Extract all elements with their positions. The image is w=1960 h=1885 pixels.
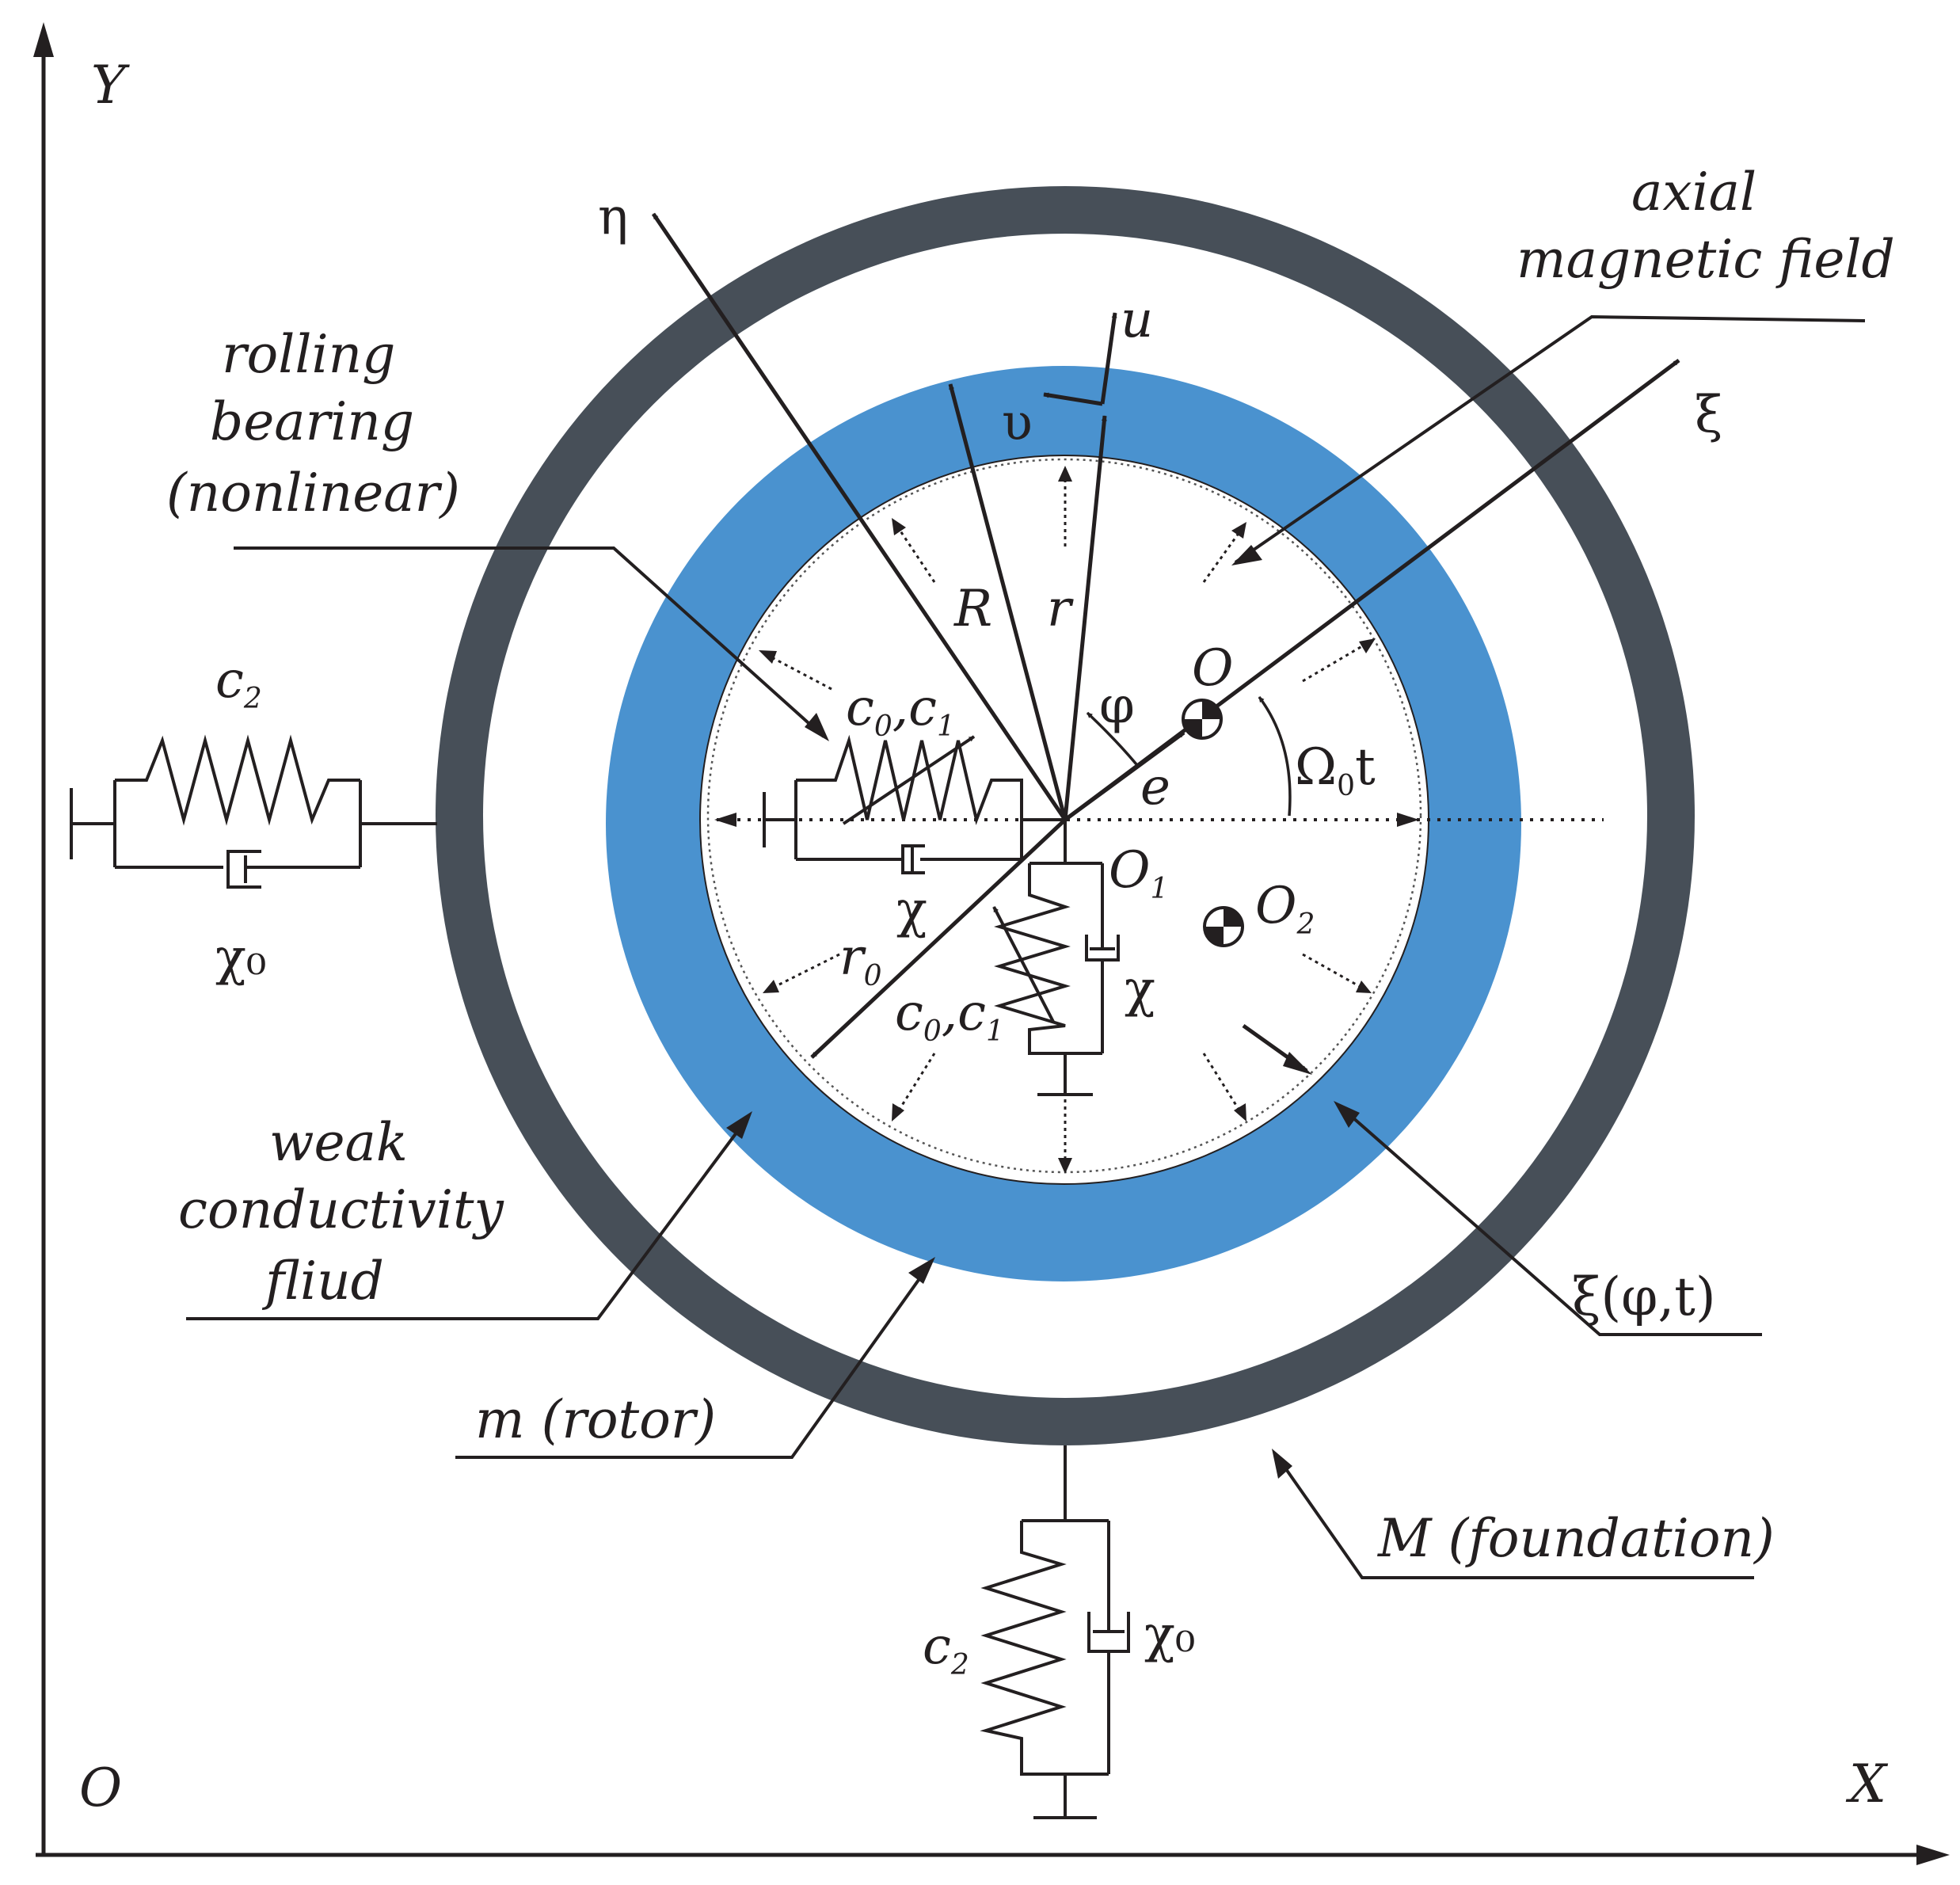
xi-label: ξ [1695,386,1722,444]
inner-vertical-chi-label: χ [1125,960,1155,1019]
pressure-arrows [763,471,1371,1168]
bottom-spring-damper [980,1445,1130,1819]
upsilon-axis [1043,392,1103,406]
pressure-arrow [763,652,832,691]
upsilon-label: υ [1002,394,1033,452]
inner-vertical-spring-damper [994,820,1120,1096]
horizontal-reference-arrow-left [714,813,736,827]
u-axis [1100,312,1117,405]
x-axis-arrowhead [1916,1845,1950,1865]
O1-label: O1 [1109,841,1168,905]
pressure-arrow [1202,1053,1245,1118]
weak-fluid-label-2: conductivity [178,1179,504,1240]
y-axis-label: Y [91,55,130,116]
left-spring-zigzag [115,734,360,826]
radius-R [948,383,1068,821]
inner-spring-zigzag [796,734,1065,825]
phi-label: φ [1099,676,1135,735]
rolling-bearing-label-3: (nonlinear) [166,463,460,524]
omega-t-label: Ω0t [1295,738,1376,802]
rotor-dotted-boundary [706,458,1422,1174]
bottom-chi0-label: χ₀ [1144,1605,1195,1664]
rotor-label: m (rotor) [475,1389,716,1450]
bottom-spring-zigzag [980,1521,1109,1776]
origin-label: O [79,1757,122,1818]
left-chi0-label: χ₀ [215,928,266,987]
pressure-arrowheads [759,466,1376,1174]
phi-angle-arc [1086,711,1138,766]
xi-phi-t-label: ξ(φ,t) [1572,1266,1716,1327]
x-axis-label: X [1845,1754,1889,1815]
omega-angle-arc [1258,695,1292,817]
eta-label: η [598,188,628,246]
global-axes [36,32,1936,1857]
leader-rotor [455,1262,932,1459]
R-label: R [953,580,992,638]
eta-axis [651,212,1068,821]
weak-fluid-label-1: weak [269,1112,408,1173]
inner-chi-label: χ [896,881,927,939]
leader-lines [186,314,1866,1579]
inner-spring-damper [763,734,1065,874]
r0-label: r0 [839,928,882,992]
axial-field-label-1: axial [1631,162,1756,223]
inner-c0c1-label: c0,c1 [846,679,955,743]
pressure-arrow [893,1053,936,1118]
u-label: u [1121,291,1153,349]
foundation-label: M (foundation) [1377,1508,1775,1569]
leader-weak-fluid [186,1115,750,1320]
r-label: r [1047,580,1074,638]
inner-vertical-c0c1-label: c0,c1 [895,984,1004,1048]
y-axis-arrowhead [33,22,54,57]
rolling-bearing-label-1: rolling [222,324,395,385]
centre-O2-marker [1203,906,1244,947]
leader-rolling-bearing [234,546,825,738]
O2-label: O2 [1255,877,1315,941]
centre-O-marker [1182,699,1223,740]
leader-arrowheads [726,545,1360,1479]
leader-axial-field [1234,314,1866,564]
O-label: O [1192,639,1233,698]
rolling-bearing-label-2: bearing [210,391,414,452]
pressure-arrow [767,953,840,992]
bottom-c2-label: c2 [923,1617,969,1681]
e-label: e [1140,758,1170,817]
left-spring-damper [70,734,437,889]
inner-spring-variable-arrow [842,735,976,825]
axial-field-label-2: magnetic field [1517,229,1895,290]
inner-damper [901,844,925,874]
leader-xi-phi-t [1337,1103,1762,1336]
horizontal-reference-arrow-right [1397,813,1419,827]
leader-foundation [1273,1452,1754,1579]
inner-vertical-variable-arrow [992,906,1055,1022]
pressure-arrow [1302,640,1371,683]
left-c2-label: c2 [215,651,262,715]
radius-r [1063,415,1107,821]
weak-fluid-label-3: fliud [261,1251,384,1312]
eccentricity-e [1064,730,1186,822]
pressure-arrow [893,522,936,583]
pressure-arrow [1302,953,1367,992]
inner-vertical-spring-zigzag [994,863,1102,1055]
left-damper [226,850,261,889]
